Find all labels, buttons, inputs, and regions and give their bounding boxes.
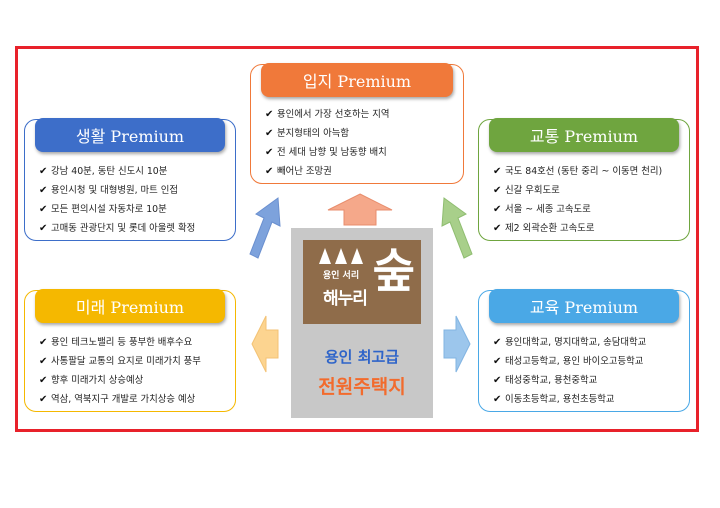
arrow-right-icon [443, 315, 471, 373]
logo-name: 해누리 [323, 289, 368, 309]
check-icon: ✔ [39, 394, 48, 405]
list-item: ✔향후 미래가치 상승예상 [39, 371, 229, 390]
check-icon: ✔ [39, 185, 48, 196]
list-item: ✔전 세대 남향 및 남동향 배치 [265, 143, 457, 162]
future-list: ✔용인 테크노밸리 등 풍부한 배후수요 ✔사통팔달 교통의 요지로 미래가치 … [39, 333, 229, 409]
transport-list: ✔국도 84호선 (동탄 중리 ~ 이동면 천리) ✔신갈 우회도로 ✔서울 ~… [493, 162, 683, 238]
list-item: ✔신갈 우회도로 [493, 181, 683, 200]
arrow-up-icon [327, 193, 393, 226]
list-item: ✔모든 편의시설 자동차로 10분 [39, 200, 229, 219]
outer-frame [15, 46, 699, 432]
check-icon: ✔ [493, 394, 502, 405]
list-item: ✔용인 테크노밸리 등 풍부한 배후수요 [39, 333, 229, 352]
arrow-left-icon [251, 315, 279, 373]
future-box: 미래 Premium ✔용인 테크노밸리 등 풍부한 배후수요 ✔사통팔달 교통… [24, 289, 236, 412]
location-list: ✔용인에서 가장 선호하는 지역 ✔분지형태의 아늑함 ✔전 세대 남향 및 남… [265, 105, 457, 181]
logo-glyph: 숲 [372, 244, 415, 298]
center-headline: 전원주택지 [318, 376, 406, 398]
check-icon: ✔ [265, 109, 274, 120]
location-title: 입지 Premium [261, 63, 453, 97]
check-icon: ✔ [493, 337, 502, 348]
list-item: ✔태성고등학교, 용인 바이오고등학교 [493, 352, 683, 371]
check-icon: ✔ [493, 356, 502, 367]
check-icon: ✔ [39, 166, 48, 177]
location-box: 입지 Premium ✔용인에서 가장 선호하는 지역 ✔분지형태의 아늑함 ✔… [250, 63, 464, 184]
list-item: ✔서울 ~ 세종 고속도로 [493, 200, 683, 219]
list-item: ✔고매동 관광단지 및 롯데 아울렛 확정 [39, 219, 229, 238]
check-icon: ✔ [493, 375, 502, 386]
transport-box: 교통 Premium ✔국도 84호선 (동탄 중리 ~ 이동면 천리) ✔신갈… [478, 118, 690, 241]
check-icon: ✔ [39, 204, 48, 215]
list-item: ✔태성중학교, 용천중학교 [493, 371, 683, 390]
living-box: 생활 Premium ✔강남 40분, 동탄 신도시 10분 ✔용인시청 및 대… [24, 118, 236, 241]
list-item: ✔이동초등학교, 용천초등학교 [493, 390, 683, 409]
list-item: ✔제2 외곽순환 고속도로 [493, 219, 683, 238]
logo-subtitle: 용인 서리 [322, 271, 360, 281]
brand-logo: 용인 서리 해누리 숲 [303, 240, 421, 324]
arrow-up-right-icon [441, 197, 473, 259]
education-list: ✔용인대학교, 명지대학교, 송담대학교 ✔태성고등학교, 용인 바이오고등학교… [493, 333, 683, 409]
list-item: ✔빼어난 조망권 [265, 162, 457, 181]
future-title: 미래 Premium [35, 289, 225, 323]
check-icon: ✔ [265, 128, 274, 139]
check-icon: ✔ [493, 185, 502, 196]
center-panel: 용인 서리 해누리 숲 용인 최고급 전원주택지 [291, 228, 433, 418]
list-item: ✔용인에서 가장 선호하는 지역 [265, 105, 457, 124]
check-icon: ✔ [39, 337, 48, 348]
list-item: ✔용인대학교, 명지대학교, 송담대학교 [493, 333, 683, 352]
education-title: 교육 Premium [489, 289, 679, 323]
list-item: ✔용인시청 및 대형병원, 마트 인접 [39, 181, 229, 200]
list-item: ✔역삼, 역북지구 개발로 가치상승 예상 [39, 390, 229, 409]
tree-icon [319, 248, 363, 264]
list-item: ✔국도 84호선 (동탄 중리 ~ 이동면 천리) [493, 162, 683, 181]
check-icon: ✔ [39, 375, 48, 386]
list-item: ✔분지형태의 아늑함 [265, 124, 457, 143]
list-item: ✔강남 40분, 동탄 신도시 10분 [39, 162, 229, 181]
check-icon: ✔ [493, 204, 502, 215]
list-item: ✔사통팔달 교통의 요지로 미래가치 풍부 [39, 352, 229, 371]
check-icon: ✔ [39, 223, 48, 234]
check-icon: ✔ [493, 223, 502, 234]
check-icon: ✔ [39, 356, 48, 367]
transport-title: 교통 Premium [489, 118, 679, 152]
check-icon: ✔ [493, 166, 502, 177]
check-icon: ✔ [265, 147, 274, 158]
arrow-up-left-icon [249, 197, 281, 259]
living-list: ✔강남 40분, 동탄 신도시 10분 ✔용인시청 및 대형병원, 마트 인접 … [39, 162, 229, 238]
education-box: 교육 Premium ✔용인대학교, 명지대학교, 송담대학교 ✔태성고등학교,… [478, 289, 690, 412]
living-title: 생활 Premium [35, 118, 225, 152]
check-icon: ✔ [265, 166, 274, 177]
center-tagline: 용인 최고급 [324, 348, 400, 366]
